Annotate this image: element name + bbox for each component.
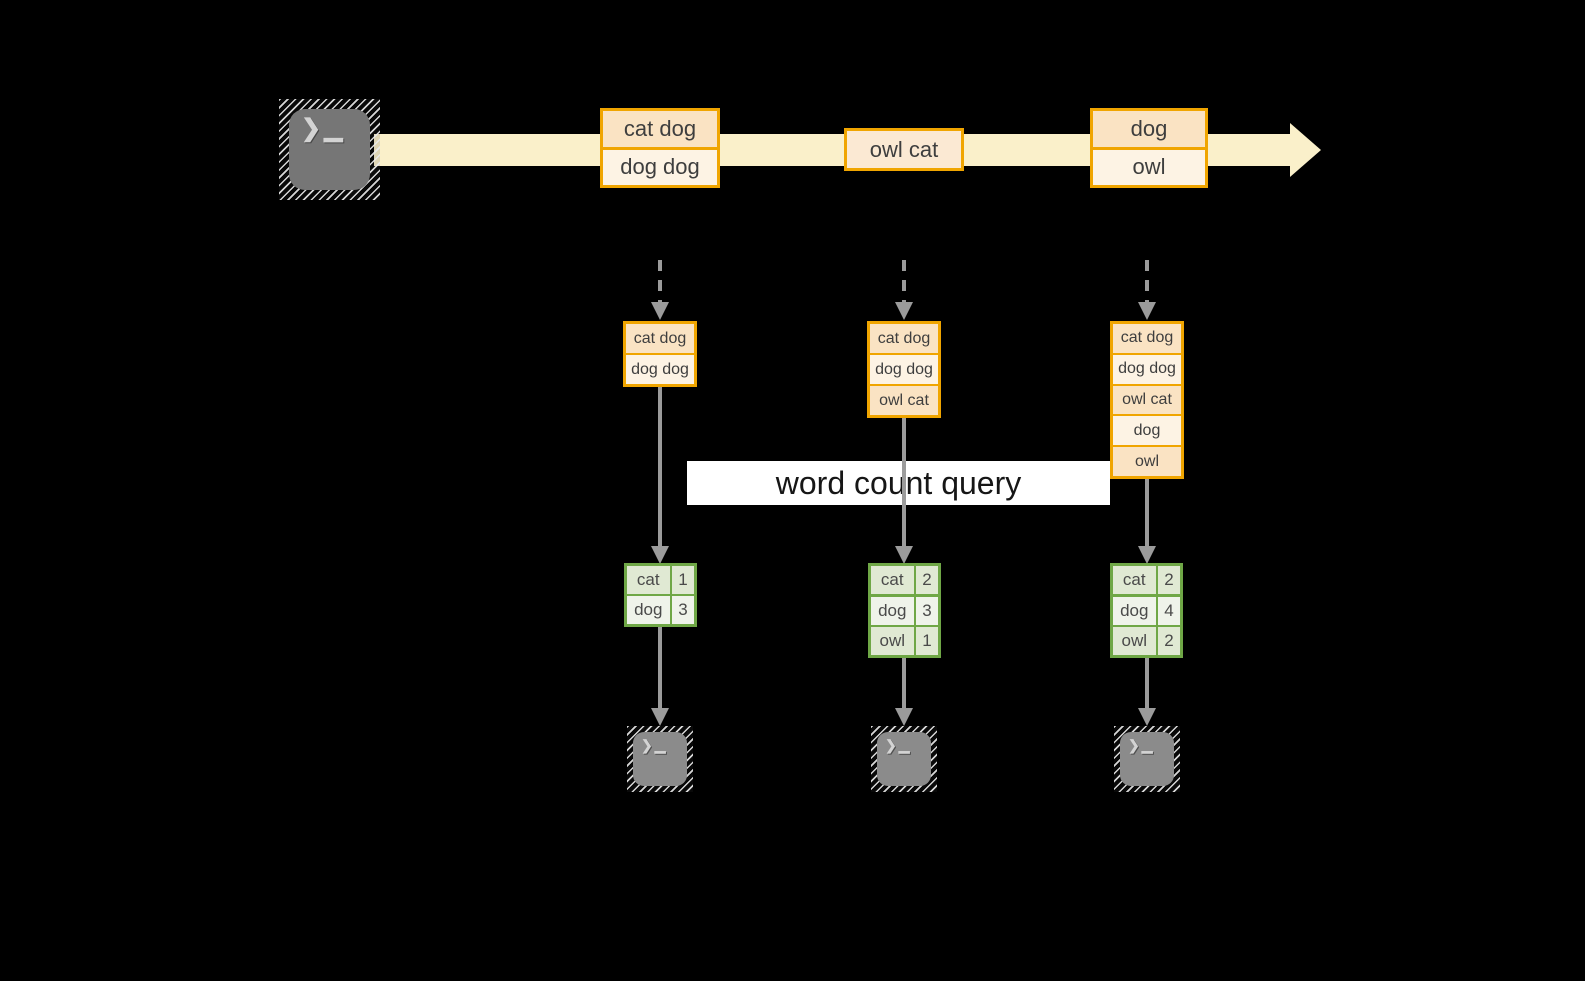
stream-batch-1: cat dog dog dog bbox=[600, 108, 720, 188]
state-record: cat dog bbox=[626, 324, 694, 353]
stream-batch-3: dog owl bbox=[1090, 108, 1208, 188]
arrow-down bbox=[902, 658, 906, 710]
count-word-cell: dog bbox=[871, 596, 914, 625]
arrowhead-icon bbox=[651, 708, 669, 726]
count-value-cell: 1 bbox=[916, 627, 938, 655]
arrow-down bbox=[658, 627, 662, 710]
output-terminal-1: ❯▁ bbox=[627, 726, 693, 792]
count-table-2: cat 2 dog 3 owl 1 bbox=[868, 563, 941, 658]
dashed-arrowhead-icon bbox=[895, 302, 913, 320]
state-record: owl cat bbox=[870, 384, 938, 415]
source-terminal: ❯▁ bbox=[279, 99, 380, 200]
stream-record: dog dog bbox=[603, 146, 717, 185]
count-word-cell: owl bbox=[1113, 627, 1156, 655]
stream-arrowhead-icon bbox=[1290, 123, 1321, 177]
state-record: dog bbox=[1113, 414, 1181, 446]
arrowhead-icon bbox=[895, 546, 913, 564]
stream-record: dog bbox=[1093, 111, 1205, 147]
dashed-arrow bbox=[658, 260, 662, 302]
state-record: cat dog bbox=[1113, 324, 1181, 353]
state-record: dog dog bbox=[626, 353, 694, 384]
arrowhead-icon bbox=[1138, 708, 1156, 726]
count-value-cell: 4 bbox=[1158, 596, 1180, 625]
stream-record: cat dog bbox=[603, 111, 717, 147]
stream-record: owl bbox=[1093, 146, 1205, 185]
state-record: owl bbox=[1113, 445, 1181, 476]
count-word-cell: dog bbox=[627, 596, 670, 624]
stream-record: owl cat bbox=[847, 131, 961, 168]
state-buffer-1: cat dog dog dog bbox=[623, 321, 697, 387]
terminal-prompt-icon: ❯▁ bbox=[885, 737, 912, 753]
terminal-prompt-icon: ❯▁ bbox=[641, 737, 668, 753]
count-word-cell: cat bbox=[1113, 566, 1156, 594]
arrow-down bbox=[1145, 479, 1149, 547]
count-word-cell: owl bbox=[871, 627, 914, 655]
arrow-down bbox=[1145, 658, 1149, 710]
terminal-prompt-icon: ❯▁ bbox=[1128, 737, 1155, 753]
state-record: owl cat bbox=[1113, 383, 1181, 415]
count-word-cell: dog bbox=[1113, 596, 1156, 625]
terminal-icon: ❯▁ bbox=[289, 109, 370, 190]
arrow-down bbox=[902, 418, 906, 547]
state-record: cat dog bbox=[870, 324, 938, 353]
terminal-icon: ❯▁ bbox=[877, 732, 931, 786]
stream-batch-2: owl cat bbox=[844, 128, 964, 171]
dashed-arrow bbox=[902, 260, 906, 302]
state-record: dog dog bbox=[870, 353, 938, 384]
dashed-arrow bbox=[1145, 260, 1149, 302]
count-table-3: cat 2 dog 4 owl 2 bbox=[1110, 563, 1183, 658]
output-terminal-3: ❯▁ bbox=[1114, 726, 1180, 792]
arrowhead-icon bbox=[1138, 546, 1156, 564]
count-value-cell: 3 bbox=[916, 596, 938, 625]
query-label-bar: word count query bbox=[687, 461, 1110, 505]
count-word-cell: cat bbox=[871, 566, 914, 594]
count-value-cell: 1 bbox=[672, 566, 694, 594]
state-record: dog dog bbox=[1113, 352, 1181, 384]
arrowhead-icon bbox=[651, 546, 669, 564]
dashed-arrowhead-icon bbox=[651, 302, 669, 320]
terminal-prompt-icon: ❯▁ bbox=[301, 115, 346, 142]
state-buffer-3: cat dog dog dog owl cat dog owl bbox=[1110, 321, 1184, 479]
count-table-1: cat 1 dog 3 bbox=[624, 563, 697, 627]
arrowhead-icon bbox=[895, 708, 913, 726]
arrow-down bbox=[658, 387, 662, 547]
dashed-arrowhead-icon bbox=[1138, 302, 1156, 320]
terminal-icon: ❯▁ bbox=[1120, 732, 1174, 786]
output-terminal-2: ❯▁ bbox=[871, 726, 937, 792]
count-value-cell: 2 bbox=[1158, 627, 1180, 655]
state-buffer-2: cat dog dog dog owl cat bbox=[867, 321, 941, 418]
count-value-cell: 3 bbox=[672, 596, 694, 624]
count-word-cell: cat bbox=[627, 566, 670, 594]
query-label: word count query bbox=[775, 464, 1022, 501]
terminal-icon: ❯▁ bbox=[633, 732, 687, 786]
count-value-cell: 2 bbox=[1158, 566, 1180, 594]
count-value-cell: 2 bbox=[916, 566, 938, 594]
